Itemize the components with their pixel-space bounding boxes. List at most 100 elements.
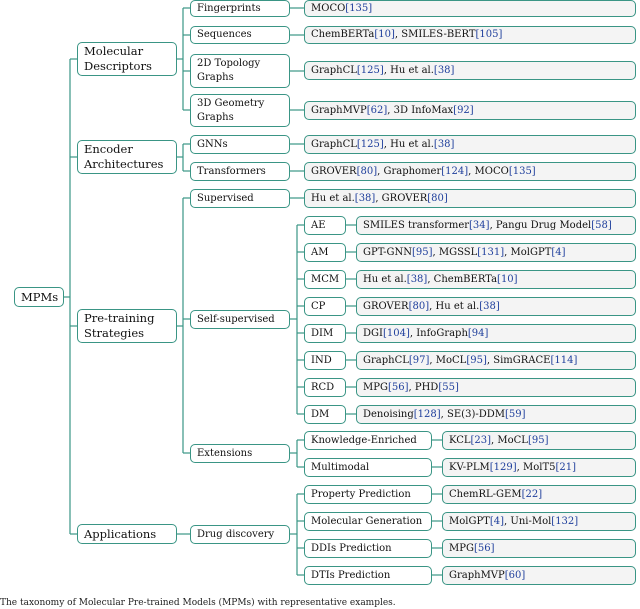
citation-reference: [59] bbox=[505, 408, 526, 420]
figure-caption: The taxonomy of Molecular Pre-trained Mo… bbox=[0, 598, 396, 608]
root-node-mpms: MPMs bbox=[14, 287, 64, 307]
leaf-ind-examples: GraphCL [97], MoCL [95], SimGRACE [114] bbox=[356, 351, 636, 370]
subcategory-label: Sequences bbox=[197, 29, 252, 40]
subcategory-gnns: GNNs bbox=[190, 135, 290, 154]
example-text: KV-PLM bbox=[449, 461, 490, 473]
category-molecular-descriptors: Molecular Descriptors bbox=[77, 42, 177, 76]
citation-reference: [97] bbox=[408, 354, 430, 366]
method-label: Knowledge-Enriched bbox=[311, 434, 417, 446]
citation-reference: [105] bbox=[475, 29, 503, 40]
subcategory-label: Self-supervised bbox=[197, 313, 275, 325]
citation-reference: [10] bbox=[374, 29, 395, 40]
leaf-am-examples: GPT-GNN [95], MGSSL [131], MolGPT [4] bbox=[356, 243, 636, 262]
citation-reference: [124] bbox=[441, 165, 469, 177]
citation-reference: [38] bbox=[406, 273, 428, 285]
example-text: GROVER bbox=[311, 165, 357, 177]
subcategory-label: Transformers bbox=[197, 165, 266, 177]
leaf-knowledge-enriched-examples: KCL [23], MoCL [95] bbox=[442, 431, 636, 450]
method-molecular-generation: Molecular Generation bbox=[304, 512, 432, 531]
method-ddis-prediction: DDIs Prediction bbox=[304, 539, 432, 558]
example-text: , SMILES-BERT bbox=[394, 29, 476, 40]
leaf-property-prediction-examples: ChemRL-GEM [22] bbox=[442, 485, 636, 504]
citation-reference: [62] bbox=[366, 104, 388, 116]
leaf-rcd-examples: MPG [56], PHD [55] bbox=[356, 378, 636, 397]
example-text: , MGSSL bbox=[432, 246, 478, 258]
leaf-3d-geometry-examples: GraphMVP [62], 3D InfoMax [92] bbox=[304, 101, 636, 120]
category-encoder-architectures: Encoder Architectures bbox=[77, 140, 177, 174]
example-text: , Hu et al. bbox=[383, 138, 434, 150]
subcategory-label: Drug discovery bbox=[197, 528, 275, 540]
example-text: MOCO bbox=[311, 2, 346, 14]
citation-reference: [131] bbox=[477, 246, 505, 258]
citation-reference: [21] bbox=[555, 461, 577, 473]
example-text: , Graphomer bbox=[377, 165, 442, 177]
leaf-dm-examples: Denoising [128], SE(3)-DDM [59] bbox=[356, 405, 636, 424]
example-text: ChemRL-GEM bbox=[449, 488, 522, 500]
category-applications: Applications bbox=[77, 524, 177, 544]
example-text: , SimGRACE bbox=[486, 354, 551, 366]
citation-reference: [10] bbox=[497, 273, 518, 285]
example-text: KCL bbox=[449, 434, 471, 446]
subcategory-3d-geometry-graphs: 3D Geometry Graphs bbox=[190, 94, 290, 127]
subcategory-2d-topology-graphs: 2D Topology Graphs bbox=[190, 54, 290, 88]
example-text: , MolT5 bbox=[516, 461, 556, 473]
example-text: , GROVER bbox=[375, 192, 428, 204]
subcategory-transformers: Transformers bbox=[190, 162, 290, 181]
category-label: Pre-training Strategies bbox=[84, 311, 155, 340]
citation-reference: [128] bbox=[413, 408, 441, 420]
example-text: GraphCL bbox=[363, 354, 409, 366]
method-label: RCD bbox=[311, 381, 335, 393]
example-text: SMILES transformer bbox=[363, 219, 470, 231]
example-text: , MoCL bbox=[429, 354, 467, 366]
citation-reference: [129] bbox=[489, 461, 517, 473]
citation-reference: [56] bbox=[387, 381, 409, 393]
category-label: Encoder Architectures bbox=[84, 142, 164, 171]
method-mcm: MCM bbox=[304, 270, 346, 289]
subcategory-fingerprints: Fingerprints bbox=[190, 0, 290, 17]
citation-reference: [56] bbox=[473, 542, 495, 554]
subcategory-label: Extensions bbox=[197, 447, 253, 459]
method-am: AM bbox=[304, 243, 346, 262]
citation-reference: [135] bbox=[508, 165, 536, 177]
subcategory-label: GNNs bbox=[197, 138, 228, 150]
leaf-cp-examples: GROVER [80], Hu et al. [38] bbox=[356, 297, 636, 316]
example-text: Denoising bbox=[363, 408, 414, 420]
citation-reference: [38] bbox=[354, 192, 376, 204]
subcategory-sequences: Sequences bbox=[190, 26, 290, 44]
example-text: , Uni-Mol bbox=[504, 515, 552, 527]
category-label: Applications bbox=[84, 526, 157, 541]
leaf-dim-examples: DGI [104], InfoGraph [94] bbox=[356, 324, 636, 343]
example-text: , PHD bbox=[408, 381, 439, 393]
subcategory-label: Supervised bbox=[197, 192, 254, 204]
citation-reference: [34] bbox=[469, 219, 490, 231]
method-knowledge-enriched: Knowledge-Enriched bbox=[304, 431, 432, 450]
example-text: MPG bbox=[363, 381, 388, 393]
method-label: AE bbox=[311, 219, 326, 231]
citation-reference: [23] bbox=[470, 434, 492, 446]
citation-reference: [4] bbox=[551, 246, 566, 258]
leaf-transformers-examples: GROVER [80], Graphomer [124], MOCO [135] bbox=[304, 162, 636, 181]
method-label: DIM bbox=[311, 327, 334, 339]
subcategory-self-supervised: Self-supervised bbox=[190, 310, 290, 329]
citation-reference: [4] bbox=[489, 515, 505, 527]
method-ae: AE bbox=[304, 216, 346, 235]
method-label: IND bbox=[311, 354, 332, 366]
citation-reference: [95] bbox=[466, 354, 487, 366]
example-text: GraphCL bbox=[311, 138, 357, 150]
method-ind: IND bbox=[304, 351, 346, 370]
leaf-ddis-prediction-examples: MPG [56] bbox=[442, 539, 636, 558]
citation-reference: [135] bbox=[345, 2, 373, 14]
method-label: Molecular Generation bbox=[311, 515, 423, 527]
citation-reference: [60] bbox=[504, 569, 526, 581]
leaf-gnns-examples: GraphCL [125], Hu et al. [38] bbox=[304, 135, 636, 154]
example-text: Hu et al. bbox=[363, 273, 407, 285]
method-label: CP bbox=[311, 300, 326, 312]
citation-reference: [132] bbox=[551, 515, 579, 527]
citation-reference: [22] bbox=[521, 488, 543, 500]
subcategory-label: Fingerprints bbox=[197, 2, 261, 14]
citation-reference: [95] bbox=[527, 434, 549, 446]
subcategory-label: 2D Topology Graphs bbox=[197, 58, 261, 83]
example-text: , SE(3)-DDM bbox=[440, 408, 505, 420]
method-cp: CP bbox=[304, 297, 346, 316]
example-text: , 3D InfoMax bbox=[387, 104, 454, 116]
